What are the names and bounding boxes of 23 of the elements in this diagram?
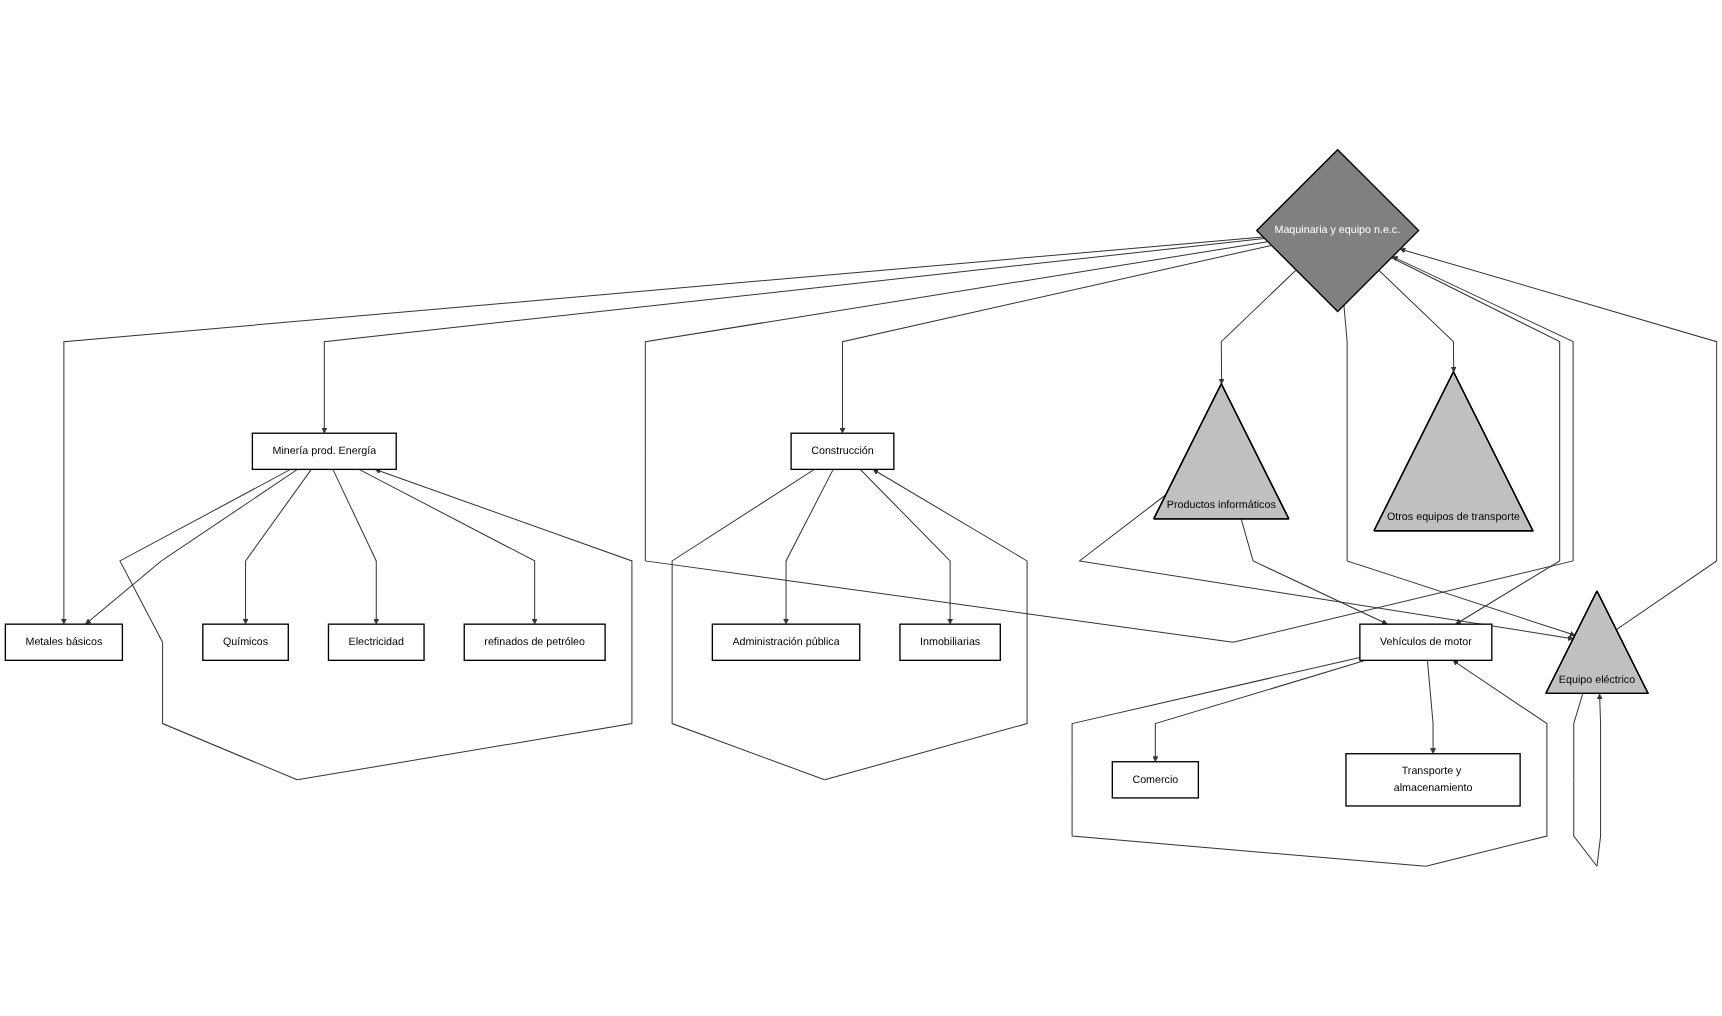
arrow <box>1378 269 1457 373</box>
arrow <box>321 238 1265 434</box>
arrow <box>1343 304 1576 637</box>
arrow <box>644 241 1574 643</box>
arrow <box>1390 257 1561 625</box>
arrow <box>1240 518 1388 625</box>
arrow <box>358 468 538 625</box>
arrow <box>242 468 312 625</box>
arrow <box>839 244 1272 434</box>
arrow <box>783 468 834 625</box>
arrow <box>60 236 1264 625</box>
arrow <box>85 468 298 625</box>
arrow <box>1218 269 1297 385</box>
arrow <box>1399 247 1718 631</box>
arrow <box>1573 693 1603 867</box>
arrow <box>1152 659 1367 762</box>
arrow <box>332 468 380 625</box>
arrow <box>1071 656 1548 867</box>
arrow <box>859 468 954 625</box>
arrow <box>1079 493 1574 641</box>
arrow <box>119 468 633 781</box>
arrow <box>671 468 1028 781</box>
arrow <box>1426 659 1436 754</box>
